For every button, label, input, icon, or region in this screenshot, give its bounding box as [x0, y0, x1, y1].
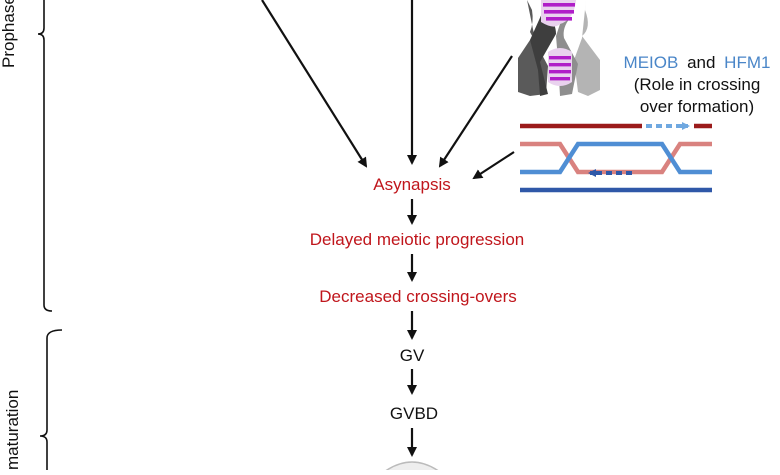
asynapsis-label: Asynapsis [373, 175, 450, 194]
arrow-from-crossover [472, 151, 515, 180]
role-label-line1: (Role in crossing [634, 75, 761, 94]
gvbd-label: GVBD [390, 404, 438, 423]
arrow-from-chromosome [438, 55, 513, 168]
crossover-illustration [520, 122, 712, 193]
decreased-crossovers-label: Decreased crossing-overs [319, 287, 516, 306]
delayed-progression-label: Delayed meiotic progression [310, 230, 525, 249]
gv-label: GV [400, 346, 425, 365]
oocyte-partial [383, 461, 441, 473]
prophase-bracket [37, 0, 53, 312]
chromosome-illustration [518, 0, 600, 96]
maturation-bracket [39, 329, 63, 470]
and-label: and [687, 53, 715, 72]
maturation-stage-label: maturation [3, 390, 22, 470]
meiob-label: MEIOB [624, 53, 679, 72]
prophase-stage-label: Prophase [0, 0, 18, 68]
role-label-line2: over formation) [640, 97, 754, 116]
arrow-from-left [261, 0, 368, 168]
protein-label-line: MEIOB and HFM1 [624, 53, 771, 72]
hfm1-label: HFM1 [724, 53, 770, 72]
